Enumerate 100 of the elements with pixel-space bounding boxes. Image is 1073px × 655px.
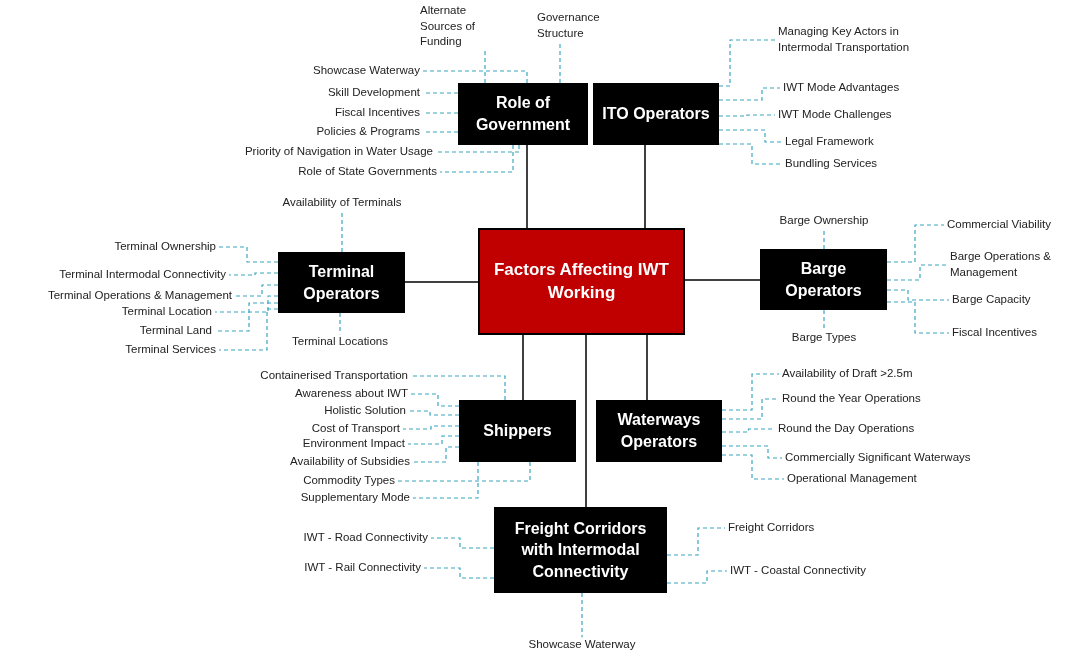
factor-label: Barge Operations & Management: [950, 249, 1070, 281]
factor-label: Role of State Governments: [298, 164, 437, 180]
connector-line: [522, 334, 524, 401]
factor-label: Governance Structure: [537, 10, 617, 42]
dashed-connector: [402, 425, 460, 430]
factor-label: Managing Key Actors in Intermodal Transportation: [778, 24, 948, 56]
factor-label: Terminal Land: [139, 323, 212, 339]
category-box: [596, 400, 722, 462]
factor-label: Priority of Navigation in Water Usage: [244, 144, 433, 160]
central-topic-box: [478, 228, 685, 335]
dashed-connector: [412, 461, 479, 499]
box-title: Freight Corridors with Intermodal Connectivity: [513, 518, 648, 582]
dashed-connector: [439, 144, 514, 173]
dashed-connector: [886, 224, 945, 263]
dashed-connector: [407, 435, 460, 445]
dashed-connector: [397, 461, 531, 482]
dashed-connector: [718, 114, 776, 117]
factor-label: Availability of Subsidies: [290, 454, 410, 470]
box-title: ITO Operators: [601, 104, 711, 125]
factor-label: Commercial Viability: [947, 217, 1051, 233]
connector-line: [404, 281, 479, 283]
dashed-connector: [721, 373, 780, 411]
factor-label: IWT - Road Connectivity: [303, 530, 428, 546]
dashed-connector: [718, 39, 776, 87]
dashed-connector: [410, 393, 460, 407]
dashed-connector: [721, 454, 785, 480]
dashed-connector: [823, 228, 825, 250]
dashed-connector: [422, 70, 528, 84]
factor-label: Availability of Terminals: [282, 195, 402, 211]
connector-line: [684, 279, 761, 281]
connector-line: [644, 144, 646, 229]
dashed-connector: [718, 129, 783, 143]
factor-label: Availability of Draft >2.5m: [782, 366, 913, 382]
dashed-connector: [886, 301, 950, 334]
box-title: Shippers: [482, 421, 553, 442]
factor-label: Showcase Waterway: [313, 63, 420, 79]
factor-label: Holistic Solution: [324, 403, 406, 419]
factor-label: Round the Year Operations: [782, 391, 921, 407]
dashed-connector: [581, 592, 583, 638]
factor-label: Alternate Sources of Funding: [420, 2, 508, 50]
category-box: [459, 400, 576, 462]
dashed-connector: [886, 264, 948, 281]
factor-label: Commercially Significant Waterways: [785, 450, 971, 466]
factor-label: Terminal Location: [121, 304, 212, 320]
factor-label: Terminal Services: [125, 342, 216, 358]
dashed-connector: [341, 210, 343, 253]
factor-label: Terminal Operations & Management: [47, 288, 232, 304]
dashed-connector: [214, 295, 279, 313]
dashed-connector: [412, 446, 460, 463]
factor-label: IWT Mode Advantages: [783, 80, 900, 96]
factor-label: Environment Impact: [302, 436, 405, 452]
box-title: Role of Government: [474, 93, 572, 135]
connector-line: [646, 334, 648, 401]
factor-label: Containerised Transportation: [260, 368, 408, 384]
dashed-connector: [666, 527, 726, 556]
factor-label: IWT - Coastal Connectivity: [730, 563, 866, 579]
connector-line: [526, 144, 528, 229]
dashed-connector: [484, 48, 486, 84]
factor-label: Barge Capacity: [952, 292, 1031, 308]
factor-label: Policies & Programs: [316, 124, 420, 140]
factor-label: IWT Mode Challenges: [778, 107, 892, 123]
dashed-connector: [435, 144, 520, 153]
factor-label: Terminal Locations: [292, 334, 388, 350]
dashed-connector: [218, 246, 279, 263]
dashed-connector: [718, 143, 783, 165]
dashed-connector: [886, 289, 950, 301]
dashed-connector: [423, 567, 495, 579]
dashed-connector: [430, 537, 495, 549]
box-title: Barge Operators: [784, 258, 863, 301]
connector-line: [585, 334, 587, 508]
factor-label: IWT - Rail Connectivity: [304, 560, 421, 576]
factor-label: Awareness about IWT: [295, 386, 408, 402]
box-title: Terminal Operators: [302, 261, 381, 304]
factor-label: Skill Development: [327, 85, 420, 101]
dashed-connector: [721, 445, 783, 459]
factor-label: Showcase Waterway: [528, 637, 636, 653]
factor-label: Freight Corridors: [728, 520, 815, 536]
factor-label: Barge Types: [791, 330, 857, 346]
factor-label: Supplementary Mode: [300, 490, 410, 506]
box-title: Factors Affecting IWT Working: [492, 258, 670, 304]
factor-label: Bundling Services: [785, 156, 878, 172]
factor-label: Cost of Transport: [311, 421, 400, 437]
dashed-connector: [666, 570, 728, 584]
factor-label: Barge Ownership: [779, 213, 869, 229]
factor-label: Terminal Ownership: [114, 239, 216, 255]
category-box: [760, 249, 887, 310]
category-box: [458, 83, 588, 145]
dashed-connector: [234, 284, 279, 297]
factor-label: Round the Day Operations: [778, 421, 915, 437]
box-title: Waterways Operators: [616, 410, 702, 452]
factor-label: Fiscal Incentives: [952, 325, 1037, 341]
factor-label: Commodity Types: [303, 473, 395, 489]
dashed-connector: [718, 87, 781, 101]
dashed-connector: [218, 308, 279, 351]
dashed-connector: [823, 309, 825, 331]
factor-label: Fiscal Incentives: [335, 105, 420, 121]
dashed-connector: [408, 410, 460, 416]
dashed-connector: [410, 375, 506, 401]
category-box: [278, 252, 405, 313]
category-box: [494, 507, 667, 593]
